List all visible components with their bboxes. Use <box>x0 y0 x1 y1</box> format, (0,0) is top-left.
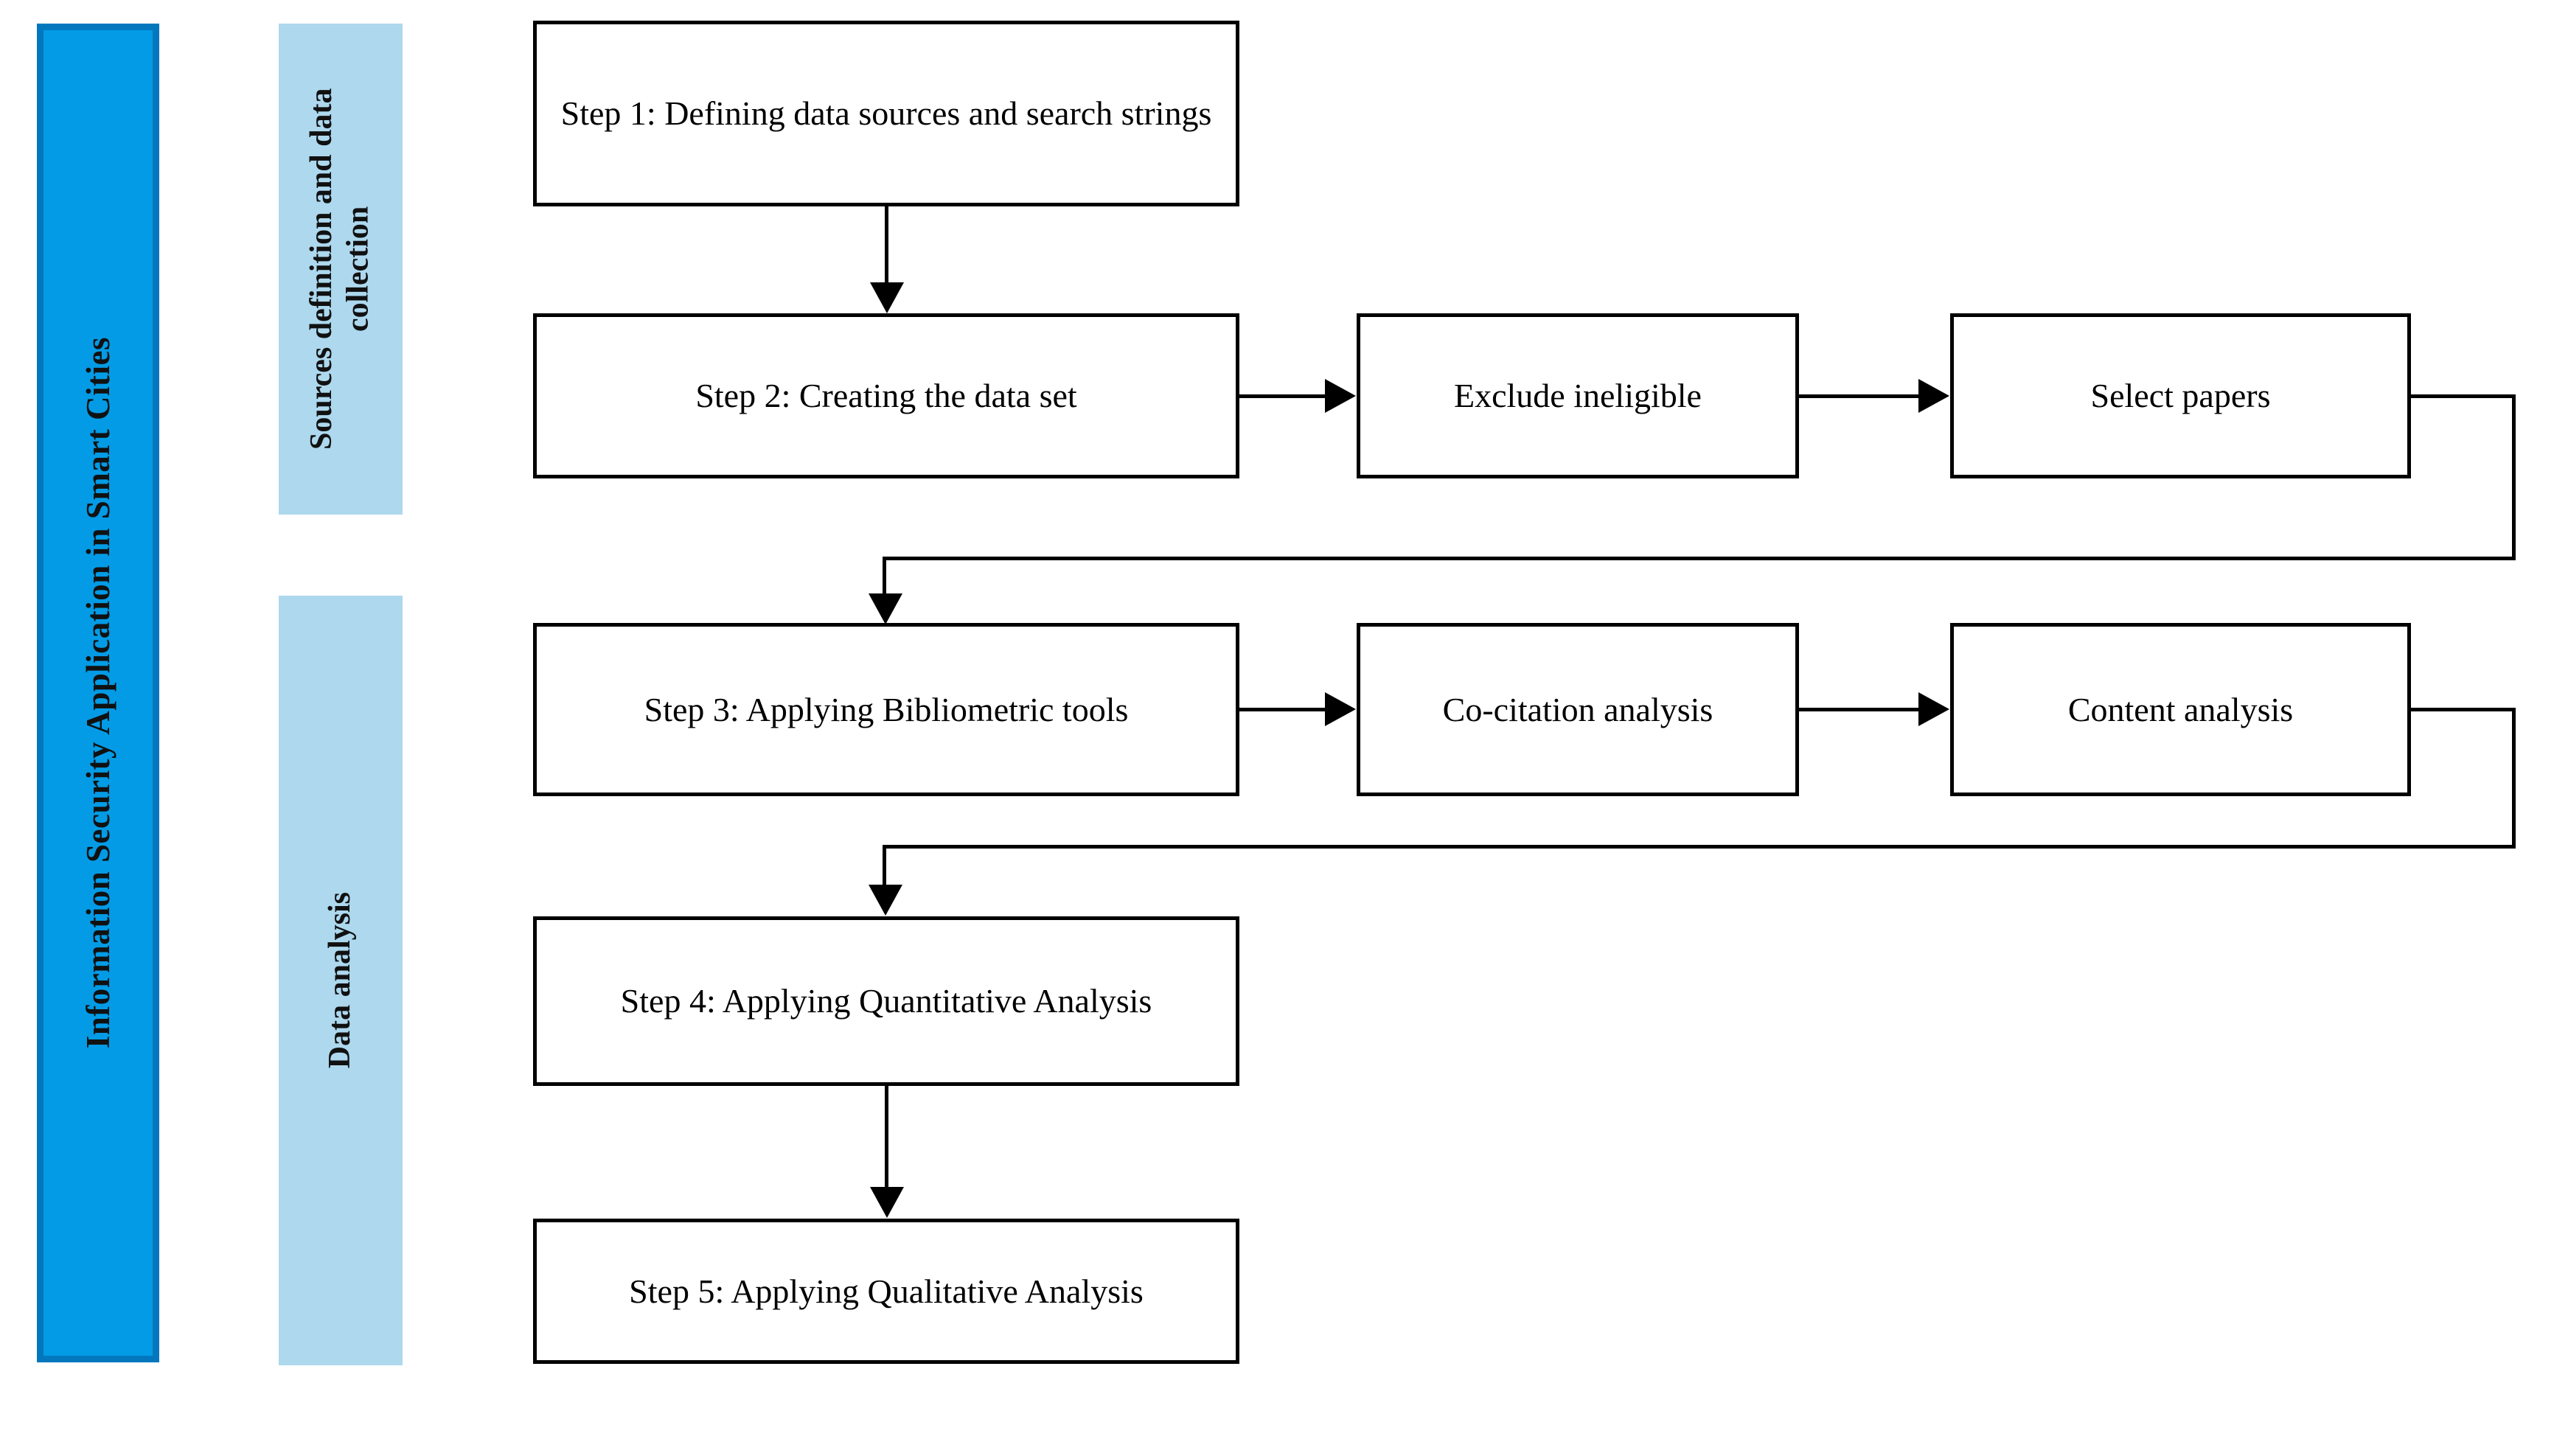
node-content-analysis[interactable]: Content analysis <box>1950 623 2411 796</box>
node-step-1[interactable]: Step 1: Defining data sources and search… <box>533 21 1239 206</box>
phase-band-data-analysis: Data analysis <box>279 596 403 1365</box>
connector-step3-to-cocitation-arrowhead <box>1325 692 1356 726</box>
connector-content-to-step4-seg-right <box>2411 708 2516 711</box>
node-step-4[interactable]: Step 4: Applying Quantitative Analysis <box>533 916 1239 1086</box>
connector-step4-to-step5-stem <box>885 1086 888 1189</box>
node-step-5[interactable]: Step 5: Applying Qualitative Analysis <box>533 1219 1239 1364</box>
node-co-citation-analysis-label: Co-citation analysis <box>1442 690 1713 728</box>
node-step-2-label: Step 2: Creating the data set <box>695 377 1077 415</box>
connector-content-to-step4-seg-drop <box>883 845 886 889</box>
node-step-3-label: Step 3: Applying Bibliometric tools <box>644 690 1129 728</box>
connector-select-to-step3-arrowhead <box>869 593 902 624</box>
node-step-1-label: Step 1: Defining data sources and search… <box>560 94 1212 133</box>
phase-band-label-2: Data analysis <box>323 892 358 1069</box>
connector-select-to-step3-seg-right <box>2411 394 2516 398</box>
node-step-2[interactable]: Step 2: Creating the data set <box>533 313 1239 478</box>
phase-band-sources-definition: Sources definition and data collection <box>279 24 403 515</box>
connector-cocitation-to-content-arrowhead <box>1918 692 1949 726</box>
node-select-papers[interactable]: Select papers <box>1950 313 2411 478</box>
phase-band-label-1: Sources definition and data collection <box>305 88 375 450</box>
node-select-papers-label: Select papers <box>2090 377 2271 415</box>
node-content-analysis-label: Content analysis <box>2067 690 2294 728</box>
connector-exclude-to-select-arrowhead <box>1918 379 1949 413</box>
connector-select-to-step3-seg-drop <box>883 557 886 601</box>
node-exclude-ineligible[interactable]: Exclude ineligible <box>1357 313 1799 478</box>
connector-cocitation-to-content-stem <box>1799 708 1920 711</box>
connector-step2-to-exclude-arrowhead <box>1325 379 1356 413</box>
master-band-label: Information Security Application in Smar… <box>79 337 116 1049</box>
connector-select-to-step3-seg-left <box>883 557 2516 560</box>
node-step-3[interactable]: Step 3: Applying Bibliometric tools <box>533 623 1239 796</box>
connector-step3-to-cocitation-stem <box>1239 708 1326 711</box>
connector-content-to-step4-arrowhead <box>869 885 902 916</box>
connector-exclude-to-select-stem <box>1799 394 1920 398</box>
connector-step1-to-step2-arrowhead <box>870 282 904 313</box>
node-step-5-label: Step 5: Applying Qualitative Analysis <box>629 1272 1144 1310</box>
connector-step4-to-step5-arrowhead <box>870 1187 904 1218</box>
connector-select-to-step3-seg-down <box>2512 394 2516 558</box>
node-co-citation-analysis[interactable]: Co-citation analysis <box>1357 623 1799 796</box>
connector-content-to-step4-seg-left <box>883 845 2516 849</box>
master-band: Information Security Application in Smar… <box>37 24 159 1362</box>
connector-step2-to-exclude-stem <box>1239 394 1326 398</box>
connector-content-to-step4-seg-down <box>2512 708 2516 848</box>
connector-step1-to-step2-stem <box>885 206 888 284</box>
node-exclude-ineligible-label: Exclude ineligible <box>1454 377 1702 415</box>
node-step-4-label: Step 4: Applying Quantitative Analysis <box>620 982 1152 1020</box>
